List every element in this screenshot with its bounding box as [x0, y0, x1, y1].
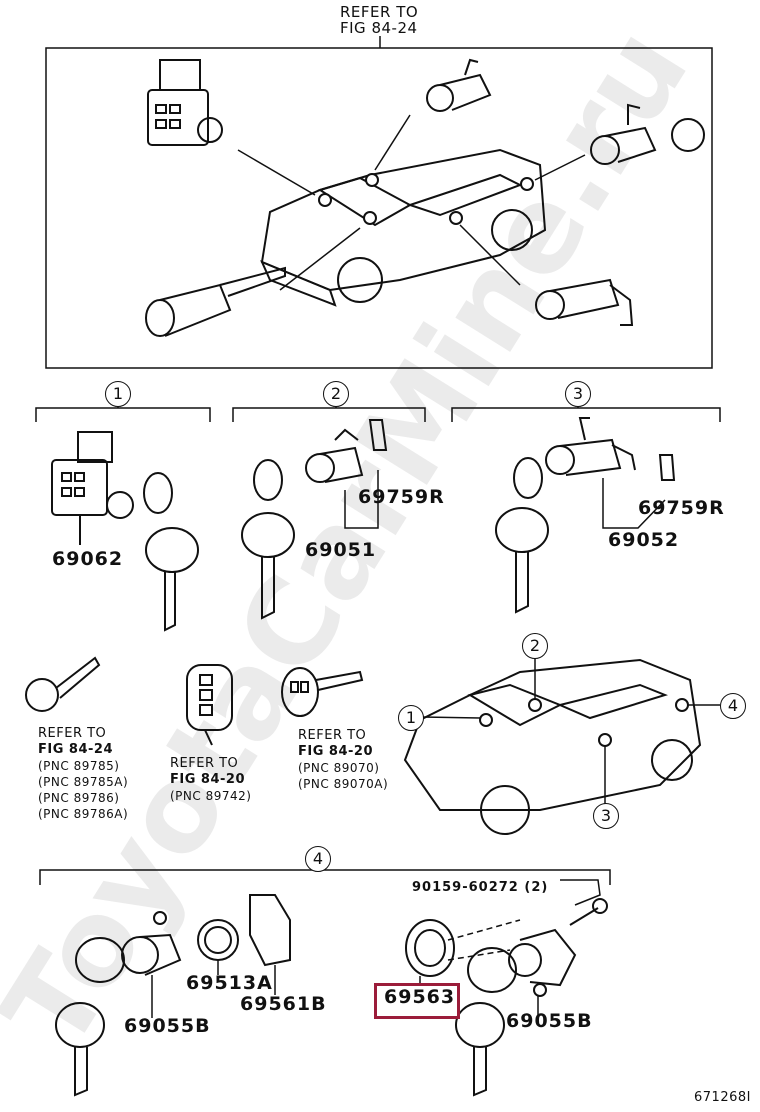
ref-c-pnc: (PNC 89070): [298, 761, 380, 775]
overview-trunk-cylinder: [426, 58, 492, 112]
diagram-id: 671268I: [694, 1090, 751, 1105]
part-69052[interactable]: 69052: [608, 529, 680, 551]
ref-a-pnc: (PNC 89785A): [38, 775, 129, 789]
remote-ref-b: [186, 664, 233, 746]
group4-gasket: [197, 919, 239, 975]
ref-a-fig[interactable]: FIG 84-24: [38, 742, 113, 757]
ref-b-refer-to: REFER TO: [170, 756, 239, 771]
part-69513a[interactable]: 69513A: [186, 972, 273, 994]
ref-block-c: REFER TO FIG 84-20 (PNC 89070) (PNC 8907…: [298, 728, 388, 792]
ref-a-pnc: (PNC 89786): [38, 791, 120, 805]
group4-right-cylinder: [405, 879, 608, 1097]
overview-rear-cylinder: [535, 278, 634, 326]
key-ref-c: [281, 667, 364, 717]
part-69062[interactable]: 69062: [52, 548, 124, 570]
group-2-callout: 2: [323, 381, 349, 407]
top-fig-ref[interactable]: FIG 84-24: [340, 19, 418, 37]
part-69055b-right[interactable]: 69055B: [506, 1010, 593, 1032]
ref-block-a: REFER TO FIG 84-24 (PNC 89785) (PNC 8978…: [38, 726, 128, 822]
part-69563-highlighted[interactable]: 69563: [384, 986, 456, 1008]
car-callout-2: 2: [522, 633, 548, 659]
overview-ignition-switch: [147, 59, 223, 146]
part-69561b[interactable]: 69561B: [240, 993, 327, 1015]
top-refer-to: REFER TO: [340, 3, 419, 21]
car-callout-4: 4: [720, 693, 746, 719]
part-69759r-b[interactable]: 69759R: [638, 497, 725, 519]
ref-c-fig[interactable]: FIG 84-20: [298, 744, 373, 759]
group-3-callout: 3: [565, 381, 591, 407]
ref-b-fig[interactable]: FIG 84-20: [170, 772, 245, 787]
ref-a-pnc: (PNC 89786A): [38, 807, 129, 821]
ref-c-pnc: (PNC 89070A): [298, 777, 389, 791]
overview-ignition-cylinder: [145, 266, 286, 337]
locator-car: [403, 658, 702, 835]
part-69759r-a[interactable]: 69759R: [358, 486, 445, 508]
overview-frame: [45, 47, 713, 369]
ref-b-pnc: (PNC 89742): [170, 789, 252, 803]
car-callout-3: 3: [593, 803, 619, 829]
group4-retainer: [249, 894, 291, 995]
highlight-box: [374, 983, 460, 1019]
ref-c-refer-to: REFER TO: [298, 728, 367, 743]
group1-drawing: [51, 431, 199, 632]
ref-block-b: REFER TO FIG 84-20 (PNC 89742): [170, 756, 251, 804]
group4-left-cylinder: [55, 911, 182, 1097]
ref-a-pnc: (PNC 89785): [38, 759, 120, 773]
overview-door-cylinder: [590, 103, 705, 165]
group-1-callout: 1: [105, 381, 131, 407]
car-callout-1: 1: [398, 705, 424, 731]
group3-drawing: [495, 417, 676, 614]
overview-car: [260, 148, 547, 307]
part-69055b-left[interactable]: 69055B: [124, 1015, 211, 1037]
key-ref-a: [25, 656, 101, 712]
ref-a-refer-to: REFER TO: [38, 726, 107, 741]
part-69051[interactable]: 69051: [305, 539, 377, 561]
group-4-callout: 4: [305, 846, 331, 872]
group2-drawing: [241, 419, 388, 620]
part-90159-60272[interactable]: 90159-60272 (2): [412, 880, 549, 895]
